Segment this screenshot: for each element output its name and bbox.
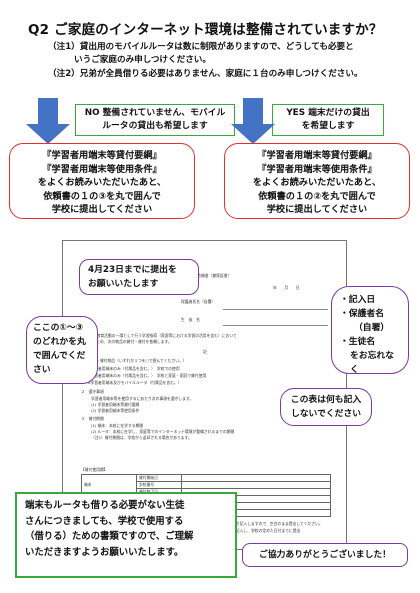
form-item-3b: (2) ルータ：本校に在学し、家庭等でのインターネット環境が整備されるまでの期間 [91,429,235,434]
page-title: Q2 ご家庭のインターネット環境は整備されていますか？ [28,22,383,38]
form-item-1: １ 使用・貸付物品（いずれか１つを○で囲んでください。） [81,358,187,363]
callout-deadline: 4月23日までに提出を お願いいたします [79,259,199,295]
form-item-2b: (1) 学習者用端末等貸付要綱 [91,402,140,407]
note-1-cont: いうご家庭のみ申しつけください。 [74,55,211,65]
form-option-3: ③学習者用端末及びモバイルルータ（付属品を含む。） [87,380,182,385]
callout-circle-line1: ここの①～③ [33,323,84,333]
bottom-note-box: 端末もルータも借りる必要がない生徒 さんにつきましても、学校で使用する （借りる… [15,492,237,578]
callout-fill-line5: をお忘れなく [350,351,394,375]
instruction-left-line3: をよくお読みいただいたあと、 [37,177,167,188]
instruction-left-box: 『学習者用端末等貸付要綱』 『学習者用端末等使用条件』 をよくお読みいただいたあ… [9,143,195,219]
callout-fill-line2: ・保護者名 [340,309,384,319]
form-item-2a: 学習者用端末等を使用するにあたり次の事項を遵守します。 [91,396,194,401]
instruction-left-line1: 『学習者用端末等貸付要綱』 [42,150,162,161]
bottom-note-line2: さんにつきましても、学校で使用する [25,515,184,527]
form-footer-1: この欄は学校で記入しますので、空白のまま提出してください。 [213,521,323,526]
form-table-header: 【貸付使用欄】 [81,467,108,472]
callout-deadline-line1: 4月23日までに提出を [88,265,177,275]
option-no-line1: NO 整備されていません、モバイル [84,108,226,118]
callout-fill-line1: ・記入日 [340,295,376,305]
instruction-left-line5: 学校に提出してください [51,204,153,215]
instruction-right-line5: 学校に提出してください [266,204,368,215]
instruction-right-box: 『学習者用端末等貸付要綱』 『学習者用端末等使用条件』 をよくお読みいただいたあ… [224,143,410,219]
form-student-label: 生 徒 名 [181,317,200,322]
form-option-2: ②学習者用端末のみ（付属品を含む。） 学校と家庭・家庭で貸付使用 [87,373,207,378]
callout-circle-choice: ここの①～③ のどれかを丸 で囲んでくだ さい [26,316,98,384]
callout-fill-line3: （自署） [354,323,390,333]
bottom-note-line4: いただきますようお願いいたします。 [25,546,184,558]
instruction-right-line3: をよくお読みいただいたあと、 [252,177,382,188]
form-ki: 記 [203,349,207,354]
form-intro-1: 学校教育活動の一環として行う学習指導（家庭等における学習の活用を含む）において [89,333,237,338]
callout-circle-line3: で囲んでくだ [33,351,86,361]
form-date: 年 月 日 [273,285,300,290]
instruction-left-line4: 依頼書の１の③を丸で囲んで [43,190,161,202]
instruction-right-line1: 『学習者用端末等貸付要綱』 [257,150,377,161]
arrow-down-left-icon [26,98,70,144]
table-cell: 学校番号 [136,481,182,489]
form-option-1: ①学習者用端末のみ（付属品を含む。） 学校での使用 [87,366,180,371]
instruction-left-line2: 『学習者用端末等使用条件』 [42,163,162,175]
callout-table-line2: しないでください [290,409,362,419]
callout-deadline-line2: お願いいたします [88,279,159,289]
bottom-note-line3: （借りる）ための書類ですので、ご理解 [25,531,194,542]
note-1: （注1）貸出用のモバイルルータは数に制限がありますので、どうしても必要と [48,42,354,52]
table-cell: 貸付開始日 [136,474,182,482]
form-item-3a: (1) 端末：本校に在学する期間 [91,423,144,428]
note-2: （注2）兄弟が全員借りる必要はありません、家庭に１台のみ申しつけください。 [48,69,363,79]
callout-circle-line2: のどれかを丸 [33,337,86,347]
callout-table-note: この表は何も記入 しないでください [280,388,372,426]
callout-table-line1: この表は何も記入 [290,395,362,405]
form-intro-2: 使用するため、次の物品の貸付・貸付を依頼します。 [81,339,172,344]
callout-circle-line4: さい [33,365,51,375]
form-item-2: ２ 遵守事項 [81,389,104,394]
option-yes-line1: YES 端末だけの貸出 [286,108,370,118]
instruction-right-line2: 『学習者用端末等使用条件』 [257,163,377,175]
option-yes-box: YES 端末だけの貸出 を希望します [272,104,384,136]
arrow-down-right-icon [231,98,275,144]
bottom-note-line1: 端末もルータも借りる必要がない生徒 [25,500,185,511]
option-yes-line2: を希望します [301,121,355,131]
thanks-message: ご協力ありがとうございました！ [242,543,408,567]
option-no-line2: ルータの貸出も希望します [102,121,208,131]
form-item-3: ３ 貸付期間 [81,416,104,421]
callout-fill-line4: ・生徒名 [340,337,376,347]
form-guardian-label: 保護者氏名（自署） [181,299,216,304]
option-no-box: NO 整備されていません、モバイル ルータの貸出も希望します [75,104,235,136]
form-item-3c: （注1）貸付期間は、学校から返却される場合があります。 [91,435,192,440]
instruction-right-line4: 依頼書の１の②を丸で囲んで [258,190,376,202]
form-item-2c: (2) 学習者用端末等使用条件 [91,408,140,413]
callout-fill-items: ・記入日 ・保護者名 （自署） ・生徒名 をお忘れなく [331,286,409,375]
form-footer-2: 太枠の箇所に記入し、学校の定めた日付までに提出 [213,528,301,533]
